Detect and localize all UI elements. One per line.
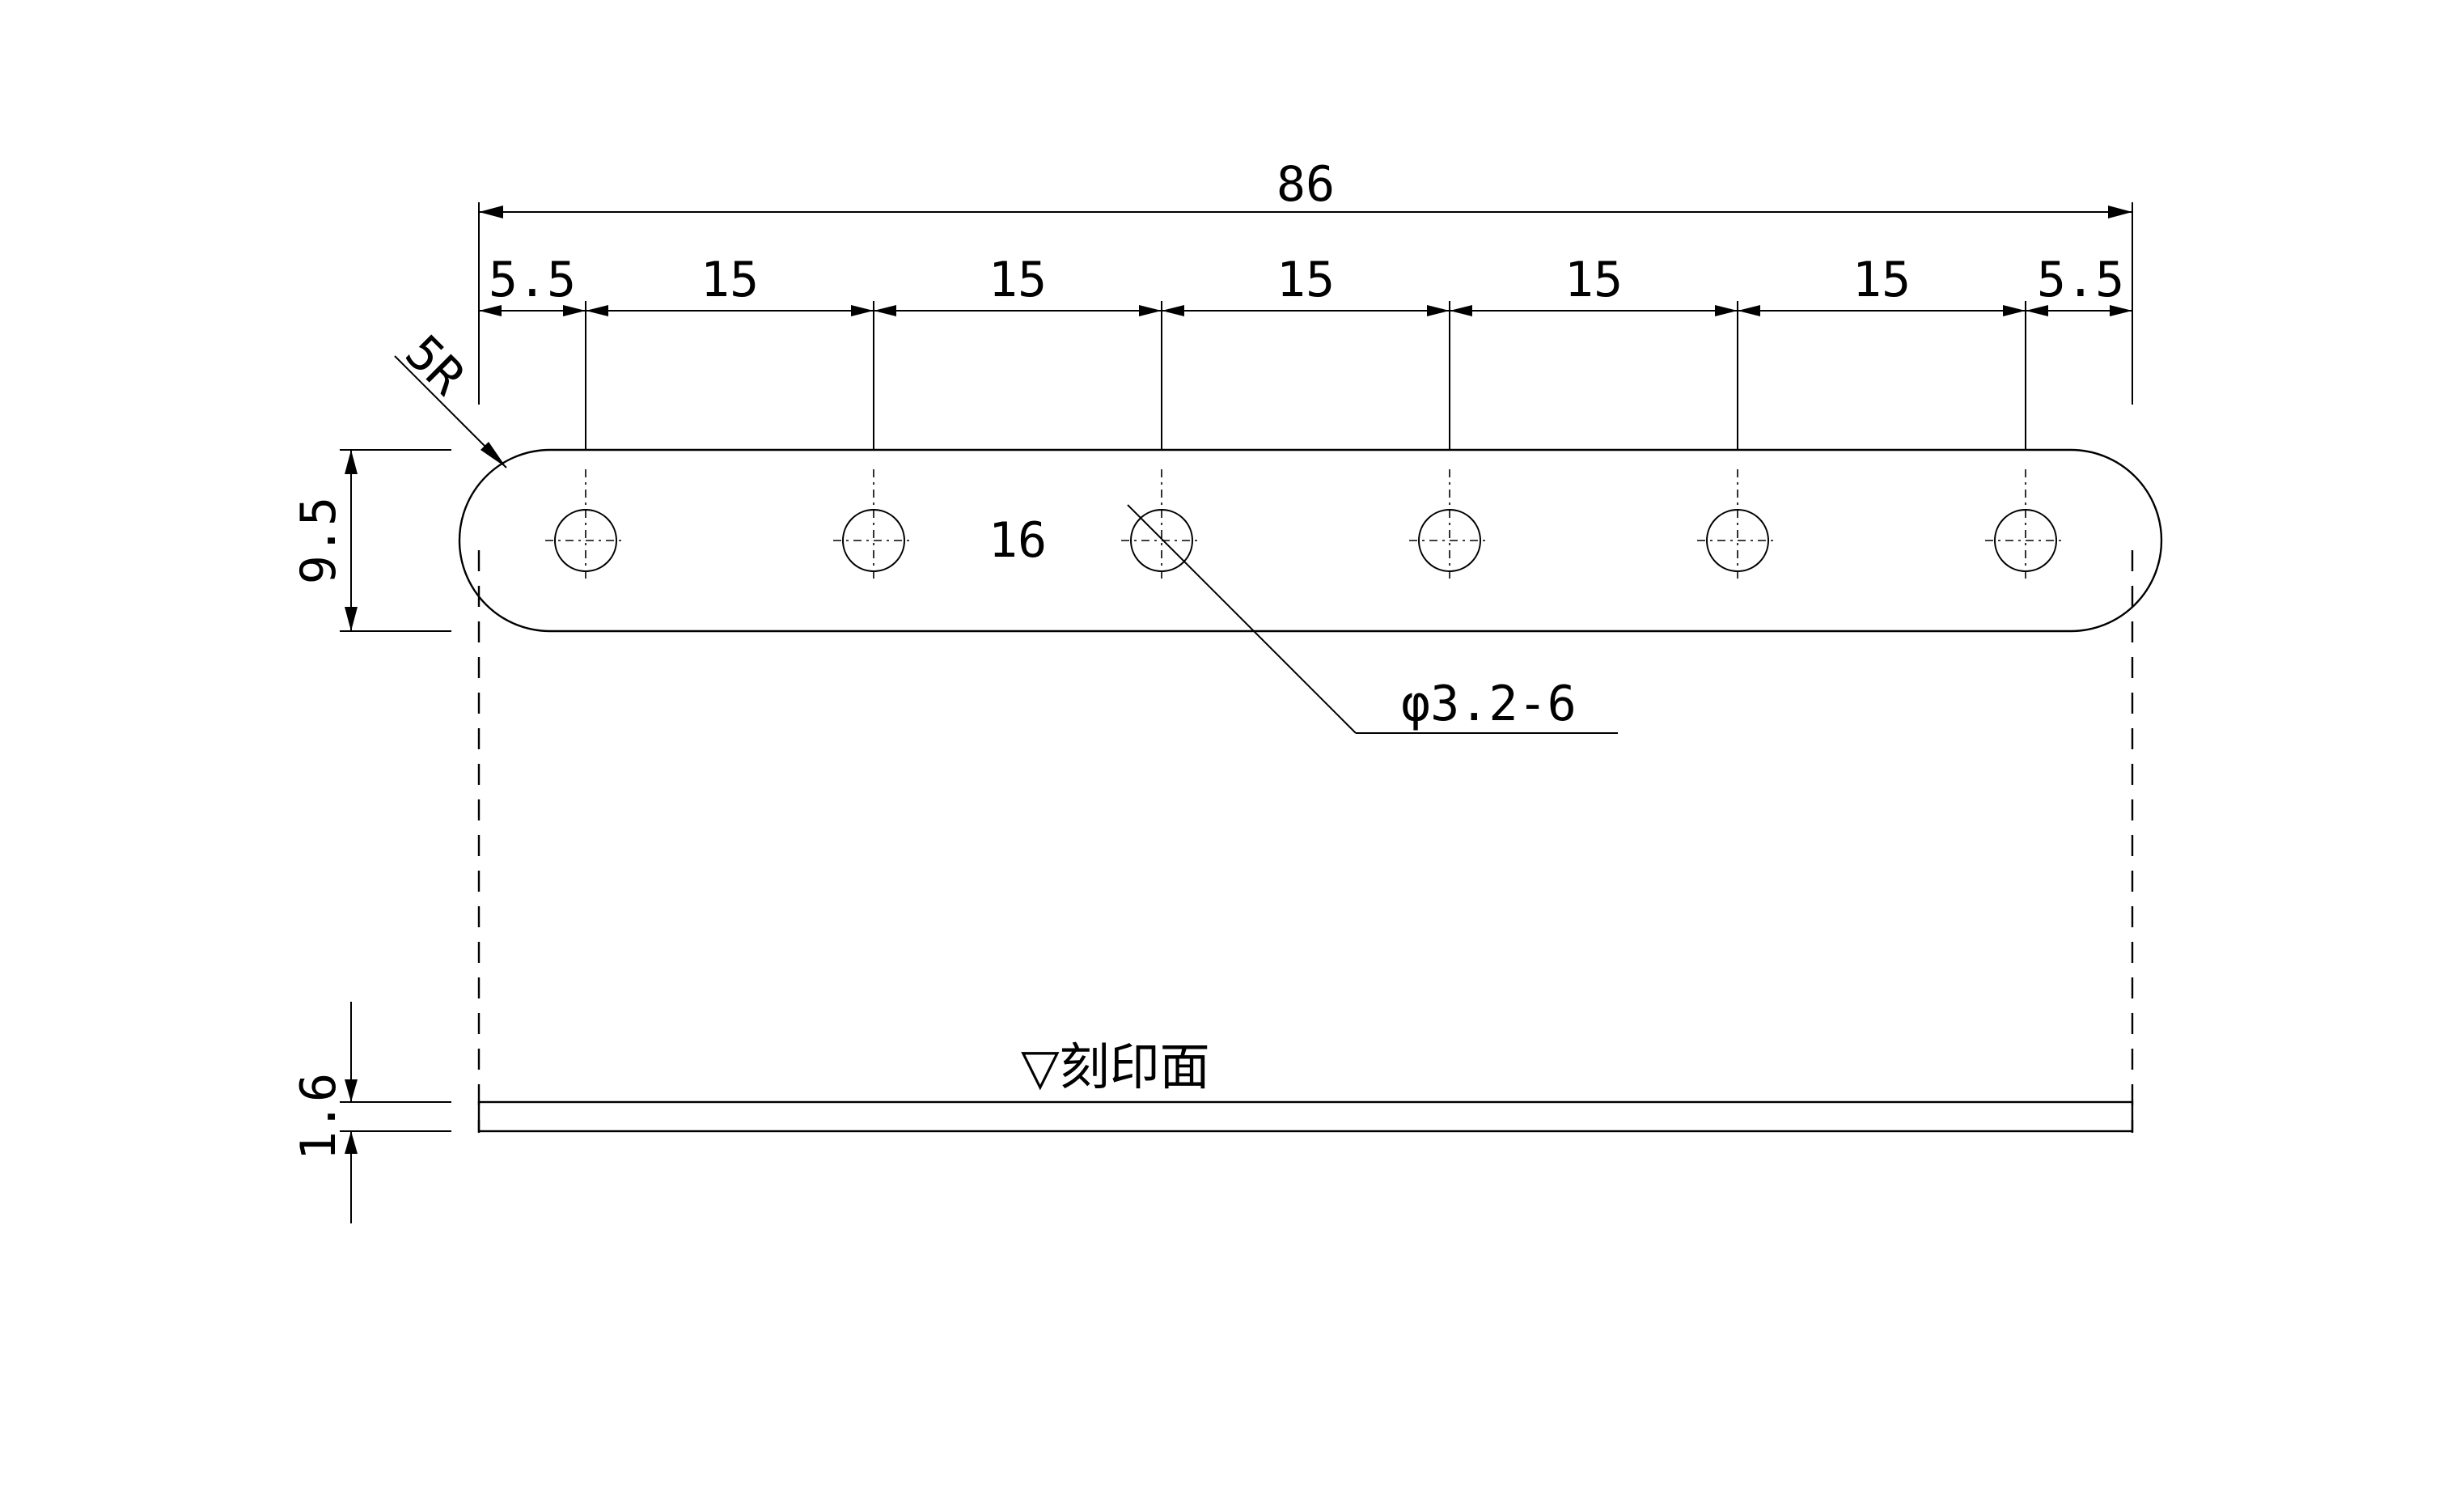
corner-radius-callout: 5R xyxy=(394,324,507,468)
marking-face-label: ▽刻印面 xyxy=(1021,1037,1210,1096)
holes xyxy=(545,469,2066,583)
hole-2 xyxy=(833,469,914,583)
hole-3 xyxy=(1121,469,1202,583)
thickness-dimension: 1.6 xyxy=(290,1002,451,1223)
end-offset-right-label: 5.5 xyxy=(2037,252,2124,308)
pitch-dimension-chain: 5.5 15 15 15 15 15 5.5 xyxy=(479,252,2132,450)
hole-callout: φ3.2-6 xyxy=(1127,504,1618,734)
thickness-label: 1.6 xyxy=(290,1073,347,1160)
hole-5 xyxy=(1697,469,1778,583)
end-offset-left-label: 5.5 xyxy=(489,252,576,308)
pitch-label-2: 15 xyxy=(989,252,1047,308)
corner-radius-label: 5R xyxy=(394,324,476,406)
overall-dimension: 86 xyxy=(478,156,2133,405)
projection-lines xyxy=(477,550,2134,1133)
hole-6 xyxy=(1985,469,2066,583)
pitch-label-3: 15 xyxy=(1276,252,1335,308)
side-view: ▽刻印面 xyxy=(477,1037,2134,1133)
pitch-label-5: 15 xyxy=(1852,252,1911,308)
overall-length-label: 86 xyxy=(1276,156,1335,213)
pitch-label-1: 15 xyxy=(701,252,759,308)
pitch-label-4: 15 xyxy=(1564,252,1623,308)
inner-dimension-label: 16 xyxy=(989,512,1047,569)
hole-4 xyxy=(1409,469,1490,583)
hole-1 xyxy=(545,469,626,583)
width-dimension: 9.5 xyxy=(290,449,451,632)
width-label: 9.5 xyxy=(290,497,347,584)
hole-callout-label: φ3.2-6 xyxy=(1401,676,1577,732)
plate-outline xyxy=(458,448,2163,633)
